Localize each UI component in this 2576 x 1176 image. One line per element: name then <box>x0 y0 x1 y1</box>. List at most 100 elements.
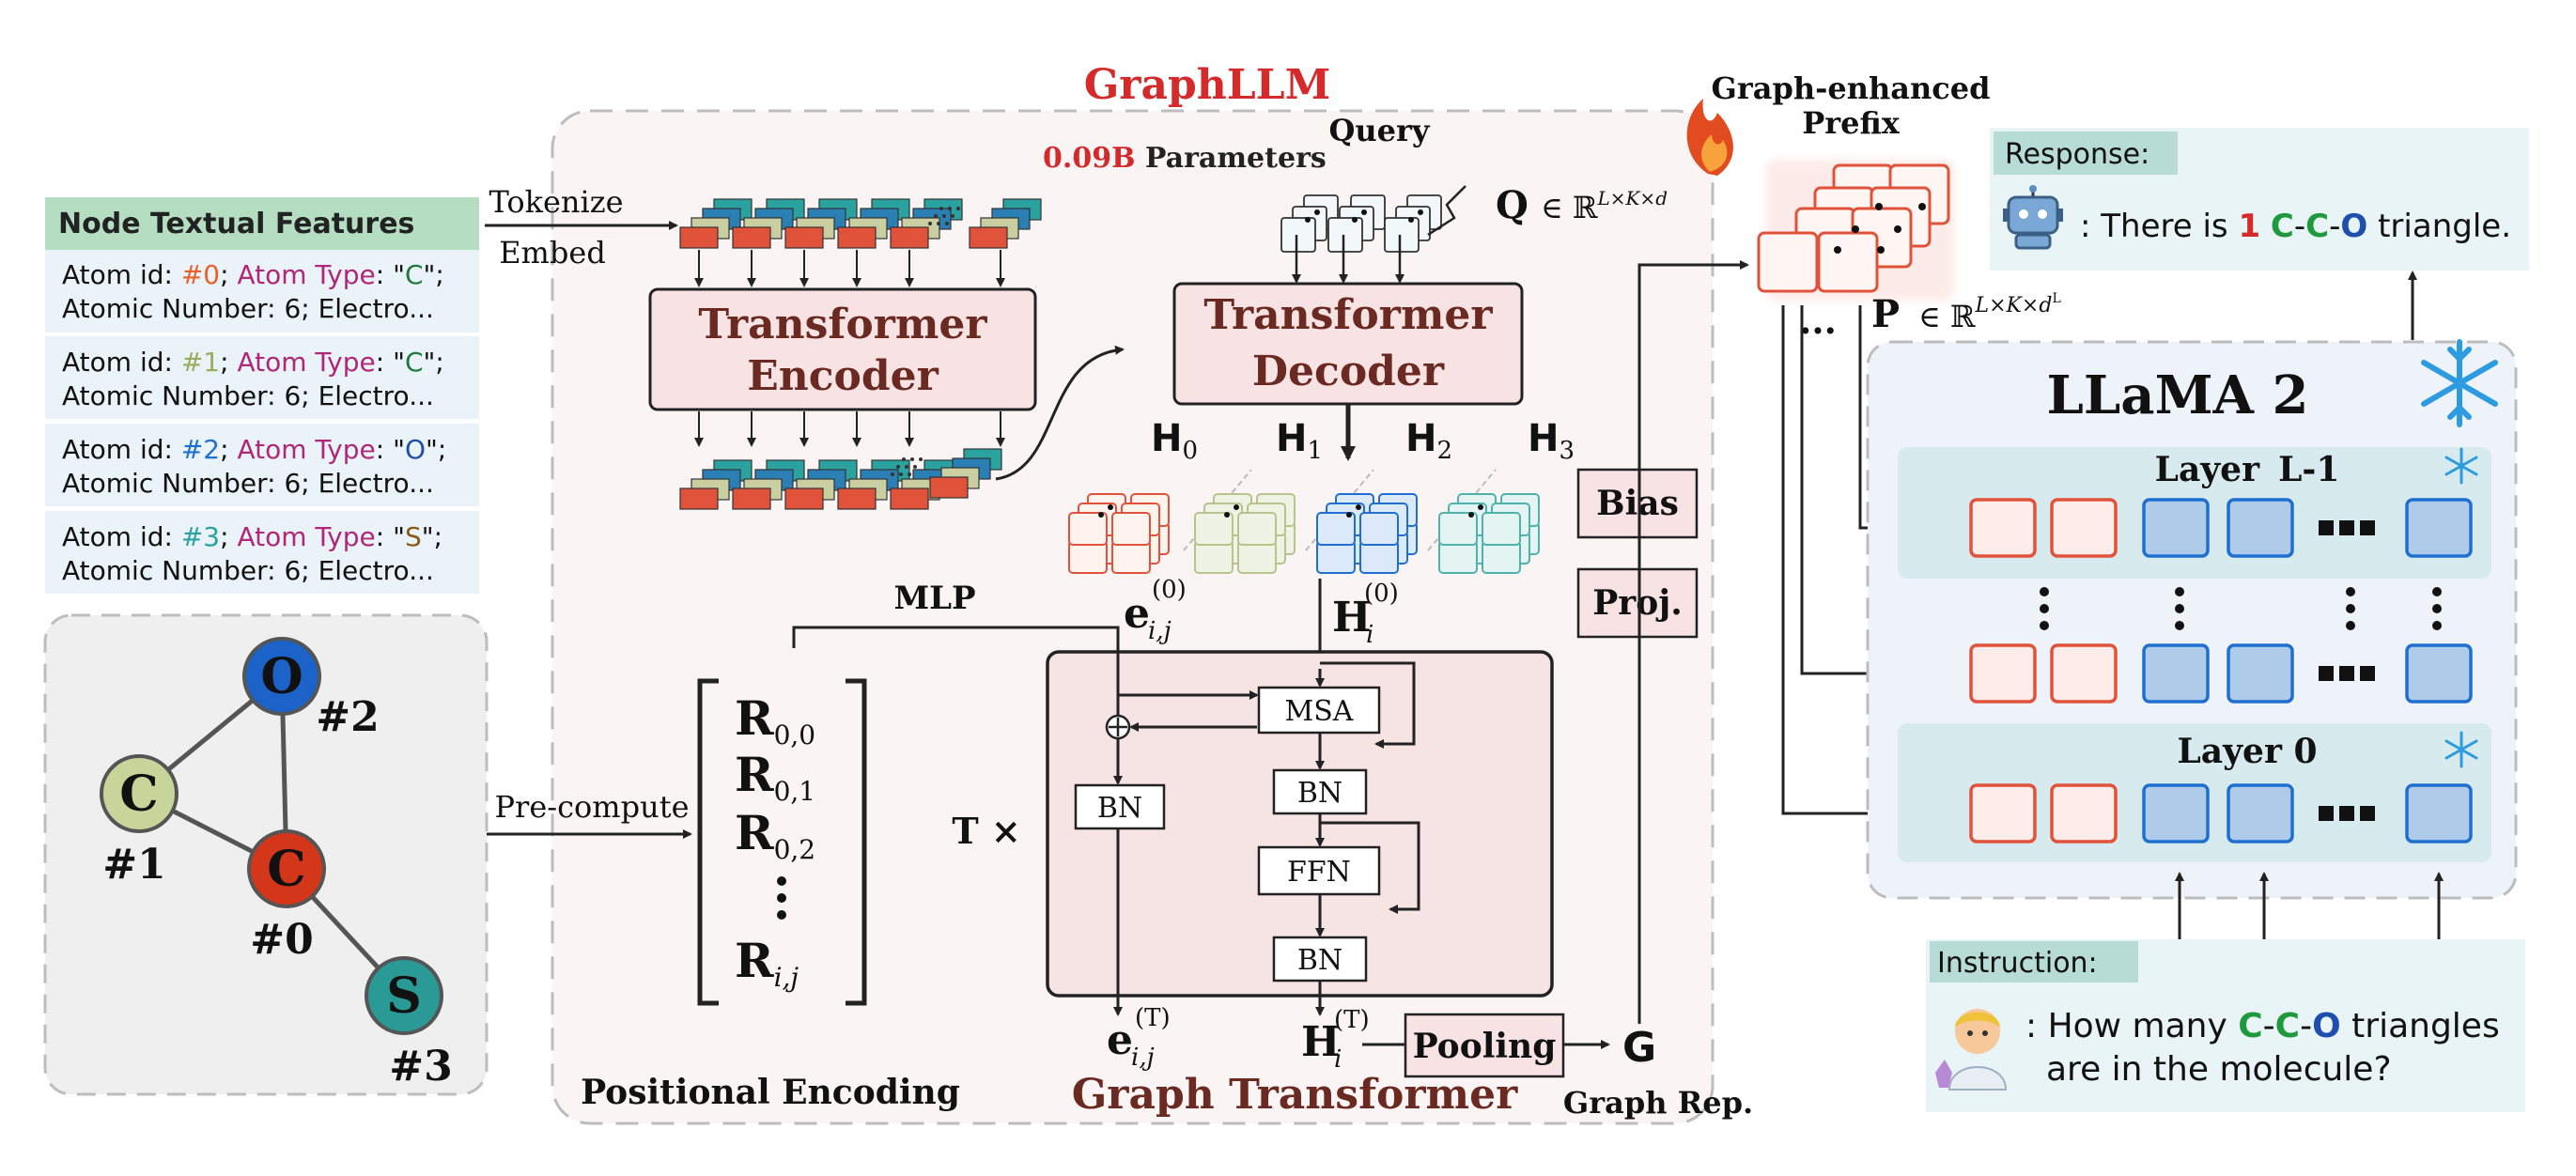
encoder-line1: Transformer <box>698 301 987 348</box>
t-times-label: T × <box>952 810 1020 852</box>
flame-icon <box>1686 99 1733 176</box>
svg-text:#3: #3 <box>389 1043 452 1091</box>
encoder-input-tokens <box>679 198 1042 287</box>
token-stack <box>784 459 858 510</box>
graph-transformer-label: Graph Transformer <box>1072 1071 1518 1119</box>
proj-label: Proj. <box>1592 583 1683 623</box>
svg-text:i,j: i,j <box>1131 1044 1155 1072</box>
tokenize-label: Tokenize <box>489 184 623 220</box>
r-entry: R0,1 <box>735 747 815 807</box>
h-groups: H0 H1 H2 H3 <box>1068 417 1575 574</box>
response-text: : There is 1 C-C-O triangle. <box>2080 208 2511 245</box>
query-label: Query <box>1329 113 1431 148</box>
svg-text:H: H <box>1301 1018 1341 1066</box>
graph-node-o: O #2 <box>242 637 380 741</box>
enc-to-dec-arrow <box>995 345 1125 481</box>
q-symbol: Q <box>1496 183 1529 227</box>
svg-text:(0): (0) <box>1364 580 1399 608</box>
robot-icon <box>2003 185 2063 250</box>
feature-row: Atom id: #0; Atom Type: "C"; <box>62 259 444 290</box>
feature-row: Atom id: #2; Atom Type: "O"; <box>62 434 446 465</box>
graph-rep-label: Graph Rep. <box>1563 1085 1753 1121</box>
text-token <box>2405 783 2473 843</box>
svg-text:H: H <box>1332 594 1372 642</box>
token-stack <box>679 198 753 249</box>
prefix-slot <box>2050 498 2118 558</box>
encoder-output-tokens <box>679 411 1005 510</box>
h-label-0: H0 <box>1151 417 1198 465</box>
svg-text:#0: #0 <box>250 916 313 964</box>
r-entry: R0,2 <box>735 805 815 865</box>
svg-text:C: C <box>267 841 305 898</box>
text-token <box>2142 643 2210 704</box>
feature-row-line2: Atomic Number: 6; Electro... <box>62 468 434 499</box>
h-label-1: H1 <box>1276 417 1323 465</box>
prefix-slot <box>2050 643 2118 704</box>
response-header-bg <box>1994 132 2178 175</box>
svg-text:i,j: i,j <box>1148 617 1172 645</box>
llama-title: LLaMA 2 <box>2047 364 2309 426</box>
h-label-3: H3 <box>1528 417 1575 465</box>
positional-encoding-label: Positional Encoding <box>581 1073 960 1112</box>
pooling-box <box>1404 1013 1565 1078</box>
svg-text:FFN: FFN <box>1287 856 1351 889</box>
prefix-ellipsis: ... <box>1799 300 1837 342</box>
p-symbol: P <box>1871 292 1900 336</box>
layer-bottom-label: Layer 0 <box>2177 732 2317 771</box>
text-token <box>2405 643 2473 704</box>
token-stack <box>837 459 910 510</box>
snowflake-icon <box>2421 339 2498 427</box>
encoder-line2: Encoder <box>747 352 939 400</box>
token-stack <box>929 448 1002 499</box>
svg-text:(T): (T) <box>1135 1004 1171 1032</box>
params-value: 0.09B <box>1043 142 1135 175</box>
node-features-header-bg <box>45 197 479 250</box>
svg-text:O: O <box>260 648 303 705</box>
svg-text:BN: BN <box>1297 777 1342 810</box>
bias-label: Bias <box>1596 484 1679 523</box>
r-matrix: R0,0R0,1R0,2Ri,j <box>697 678 867 1006</box>
snowflake-small-icon <box>2444 731 2478 768</box>
layer-row <box>1969 498 2473 558</box>
svg-text:e: e <box>1124 590 1150 638</box>
token-stack <box>837 198 910 249</box>
graphllm-title: GraphLLM <box>1084 61 1331 109</box>
svg-text:BN: BN <box>1097 792 1142 825</box>
prefix-token <box>1817 231 1879 293</box>
snowflake-small-icon <box>2444 447 2478 485</box>
prefix-token <box>1757 231 1819 293</box>
h-group-3 <box>1438 493 1540 574</box>
layer-vertical-dots <box>2040 587 2442 630</box>
h-group-0 <box>1068 493 1170 574</box>
instruction-line2: are in the molecule? <box>2046 1050 2392 1089</box>
e-in-label: e (0) i,j <box>1124 576 1187 645</box>
e-out-label: e (T) i,j <box>1107 1004 1171 1072</box>
scientist-icon <box>1935 1009 2008 1091</box>
feature-row-line2: Atomic Number: 6; Electro... <box>62 380 434 411</box>
decoder-line2: Decoder <box>1252 348 1445 395</box>
prefix-slot <box>1969 783 2037 843</box>
p-domain: ∈ ℝL×K×dL <box>1918 291 2061 334</box>
svg-text:#2: #2 <box>316 693 379 741</box>
token-stack <box>732 198 805 249</box>
proj-box <box>1576 567 1699 639</box>
layer-row <box>1969 643 2473 704</box>
prefix-slot <box>1969 498 2037 558</box>
node-features-header: Node Textual Features <box>58 208 414 240</box>
prefix-slot <box>1969 643 2037 704</box>
instruction-header: Instruction: <box>1937 947 2098 980</box>
svg-text:(0): (0) <box>1152 576 1187 604</box>
text-token <box>2227 498 2294 558</box>
h-in-label: H (0) i <box>1332 580 1399 649</box>
params-label: Parameters <box>1135 142 1326 175</box>
graph-node-s: S #3 <box>365 956 453 1091</box>
bias-box <box>1576 468 1699 539</box>
feature-row: Atom id: #3; Atom Type: "S"; <box>62 521 442 552</box>
g-to-prefix-arrow <box>1637 260 1749 1024</box>
text-token <box>2142 498 2210 558</box>
query-token-stack <box>1280 185 1466 253</box>
transformer-encoder <box>648 287 1037 411</box>
h-label-2: H2 <box>1405 417 1452 465</box>
text-token <box>2227 643 2294 704</box>
graph-node-c0: C #0 <box>247 829 326 964</box>
